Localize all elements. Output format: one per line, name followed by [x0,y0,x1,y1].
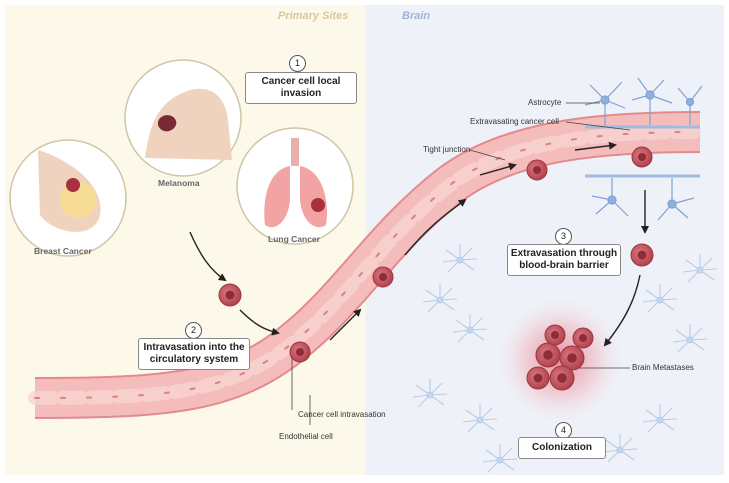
background-astrocyte [642,404,678,433]
flow-arrows [189,141,649,347]
step-4-box: Colonization [518,437,606,459]
step-3-number: 3 [555,228,572,245]
extravasating-cell-label: Extravasating cancer cell [470,117,559,126]
melanoma-illustration [124,59,242,177]
lung-cancer-illustration [236,127,354,245]
cell-nucleus [637,250,647,260]
cell-nucleus [533,373,543,383]
bbb-astrocytes [584,77,703,221]
cell-nucleus [579,334,587,342]
cell-nucleus [533,166,541,174]
background-astrocyte [672,324,708,353]
background-astrocyte [442,244,478,273]
cell-nucleus [543,350,553,360]
step-1-number: 1 [289,55,306,72]
step-3-box: Extravasation through blood-brain barrie… [507,244,621,276]
brain-metastases-label: Brain Metastases [632,363,694,372]
cancer-cells [218,146,654,391]
background-astrocyte [412,379,448,408]
leader-lines [291,102,631,425]
cell-nucleus [557,373,567,383]
blood-vessel [28,111,707,419]
intravasation-label: Cancer cell intravasation [298,410,386,419]
cell-nucleus [379,273,387,281]
brain-title: Brain [402,10,431,22]
cell-nucleus [567,353,577,363]
endothelial-cell-label: Endothelial cell [279,432,333,441]
background-astrocyte [642,284,678,313]
background-astrocyte [452,314,488,343]
melanoma-label: Melanoma [158,178,200,188]
step-2-box: Intravasation into the circulatory syste… [138,338,250,370]
breast-cancer-illustration [9,139,127,257]
background-astrocyte [602,434,638,463]
cell-nucleus [551,331,559,339]
cell-nucleus [638,153,646,161]
background-astrocyte [462,404,498,433]
background-astrocyte [482,444,518,473]
background-astrocyte [682,254,718,283]
background-astrocytes [412,244,718,473]
breast-cancer-label: Breast Cancer [34,246,92,256]
astrocyte-label: Astrocyte [528,98,562,107]
lung-cancer-label: Lung Cancer [268,234,320,244]
tight-junction-label: Tight junction [423,145,471,154]
step-2-number: 2 [185,322,202,339]
cell-nucleus [225,290,235,300]
step-1-box: Cancer cell local invasion [245,72,357,104]
cell-nucleus [296,348,304,356]
background-astrocyte [422,284,458,313]
primary-sites-title: Primary Sites [278,10,349,22]
